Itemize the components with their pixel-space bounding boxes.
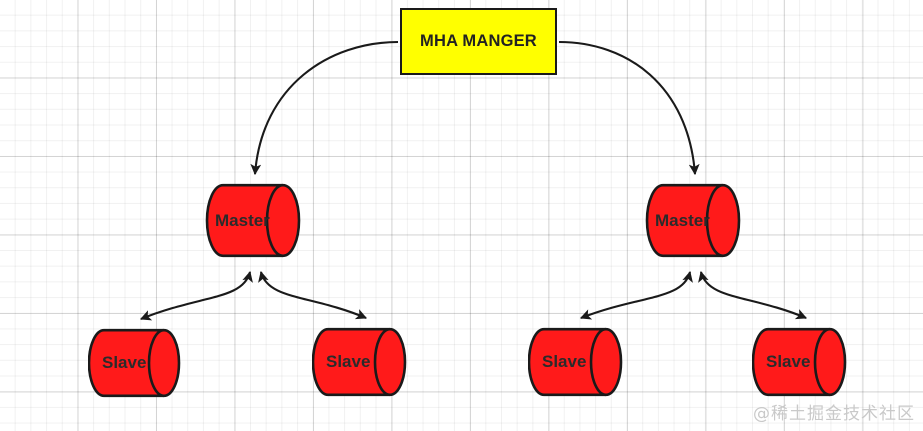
edge-master-right-to-slave-4 xyxy=(698,270,808,320)
node-mha-manger[interactable]: MHA MANGER xyxy=(400,8,557,75)
cylinder-shape xyxy=(312,327,407,397)
cylinder-shape xyxy=(88,328,181,398)
watermark: @稀土掘金技术社区 xyxy=(753,404,915,424)
node-mha-manger-label: MHA MANGER xyxy=(420,32,537,50)
cylinder-shape xyxy=(528,327,623,397)
edge-master-right-to-slave-3 xyxy=(579,270,693,320)
edge-mha-to-master-right xyxy=(558,40,700,176)
cylinder-shape xyxy=(205,183,301,258)
node-slave-4[interactable]: Slave xyxy=(752,327,850,397)
node-slave-2[interactable]: Slave xyxy=(312,327,410,397)
edge-master-left-to-slave-2 xyxy=(258,270,368,320)
node-master-left[interactable]: Master xyxy=(205,183,305,258)
cylinder-shape xyxy=(752,327,847,397)
cylinder-shape xyxy=(645,183,741,258)
node-slave-1[interactable]: Slave xyxy=(88,328,184,398)
node-master-right[interactable]: Master xyxy=(645,183,745,258)
node-slave-3[interactable]: Slave xyxy=(528,327,626,397)
edge-master-left-to-slave-1 xyxy=(139,270,253,321)
edge-mha-to-master-left xyxy=(250,40,399,176)
